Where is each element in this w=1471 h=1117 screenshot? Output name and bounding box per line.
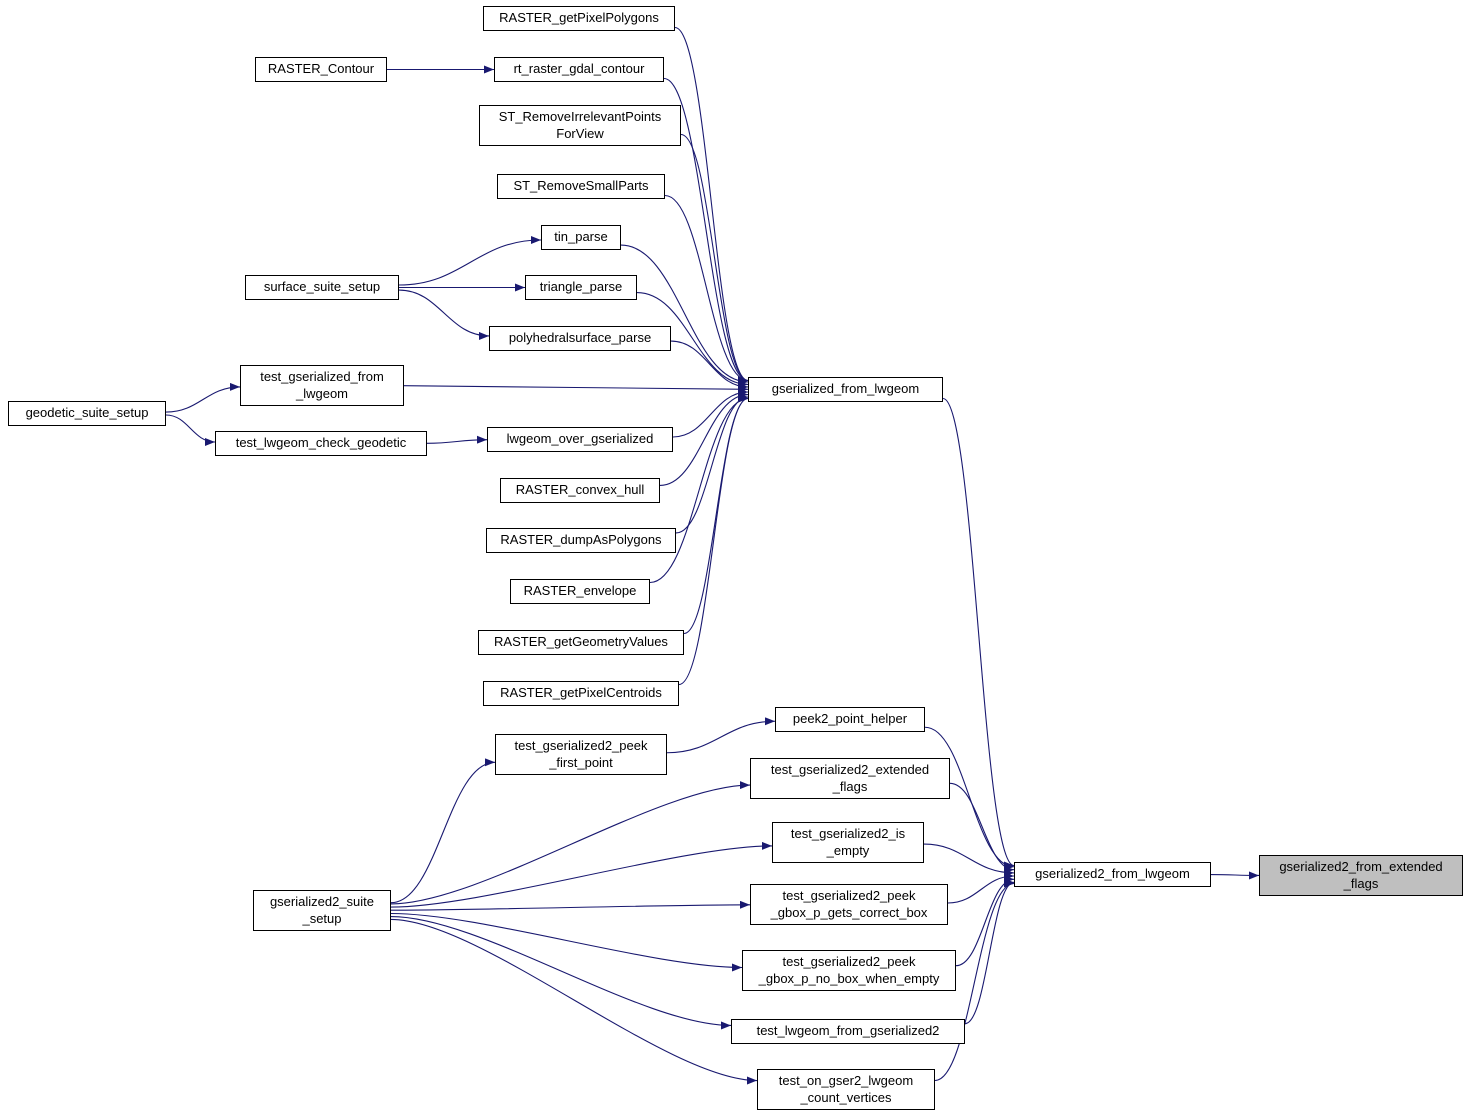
edge-test_gserialized2_is_empty--gserialized2_from_lwgeom (923, 843, 1015, 877)
edge-geodetic_suite_setup--test_gserialized_from_lwgeom (165, 382, 241, 413)
node-label: test_lwgeom_from_gserialized2 (756, 1023, 940, 1039)
edge-test_lwgeom_check_geodetic--lwgeom_over_gserialized (426, 435, 488, 444)
node-label: geodetic_suite_setup (25, 405, 149, 421)
node-test_gserialized2_peek_first_point[interactable]: test_gserialized2_peek _first_point (495, 734, 667, 775)
node-label: test_gserialized2_is _empty (790, 825, 906, 858)
edge-gserialized2_suite_setup--test_gserialized2_peek_first_point (390, 758, 496, 904)
node-label: RASTER_getPixelCentroids (500, 685, 662, 701)
edge-gserialized2_from_lwgeom--gserialized2_from_extended_flags (1210, 871, 1260, 880)
node-label: ST_RemoveSmallParts (513, 178, 649, 194)
edge-RASTER_dumpAsPolygons--gserialized_from_lwgeom (675, 393, 749, 534)
node-test_gserialized2_is_empty[interactable]: test_gserialized2_is _empty (772, 822, 924, 863)
node-test_on_gser2_lwgeom_count_vertices[interactable]: test_on_gser2_lwgeom _count_vertices (757, 1069, 935, 1110)
node-test_gserialized2_extended_flags[interactable]: test_gserialized2_extended _flags (750, 758, 950, 799)
node-RASTER_getGeometryValues[interactable]: RASTER_getGeometryValues (478, 630, 684, 655)
node-label: ST_RemoveIrrelevantPoints ForView (498, 108, 662, 141)
node-label: polyhedralsurface_parse (508, 330, 652, 346)
node-label: RASTER_dumpAsPolygons (500, 532, 662, 548)
node-label: gserialized2_from_extended _flags (1279, 858, 1443, 891)
edge-ST_RemoveIrrelevantPointsForView--gserialized_from_lwgeom (680, 133, 749, 385)
edge-RASTER_getGeometryValues--gserialized_from_lwgeom (683, 394, 749, 635)
node-label: lwgeom_over_gserialized (506, 431, 654, 447)
edge-lwgeom_over_gserialized--gserialized_from_lwgeom (672, 388, 749, 438)
node-label: RASTER_getPixelPolygons (499, 10, 659, 26)
edge-tin_parse--gserialized_from_lwgeom (620, 244, 749, 386)
node-label: rt_raster_gdal_contour (513, 61, 645, 77)
node-test_lwgeom_check_geodetic[interactable]: test_lwgeom_check_geodetic (215, 431, 427, 456)
node-label: test_gserialized2_peek _gbox_p_no_box_wh… (758, 953, 940, 986)
node-label: test_lwgeom_check_geodetic (235, 435, 407, 451)
edge-test_gserialized2_peek_gbox_p_no_box_when_empty--gserialized2_from_lwgeom (955, 875, 1015, 967)
node-RASTER_getPixelPolygons[interactable]: RASTER_getPixelPolygons (483, 6, 675, 31)
node-gserialized2_from_lwgeom[interactable]: gserialized2_from_lwgeom (1014, 862, 1211, 887)
node-label: RASTER_envelope (523, 583, 637, 599)
node-triangle_parse[interactable]: triangle_parse (525, 275, 637, 300)
node-rt_raster_gdal_contour[interactable]: rt_raster_gdal_contour (494, 57, 664, 82)
edge-rt_raster_gdal_contour--gserialized_from_lwgeom (663, 77, 749, 385)
edge-gserialized2_suite_setup--test_gserialized2_peek_gbox_p_gets_correct_box (390, 900, 751, 911)
edge-triangle_parse--gserialized_from_lwgeom (636, 292, 749, 389)
edge-surface_suite_setup--tin_parse (398, 236, 542, 286)
node-polyhedralsurface_parse[interactable]: polyhedralsurface_parse (489, 326, 671, 351)
edge-gserialized2_suite_setup--test_gserialized2_peek_gbox_p_no_box_when_empty (390, 912, 743, 972)
node-RASTER_getPixelCentroids[interactable]: RASTER_getPixelCentroids (483, 681, 679, 706)
node-lwgeom_over_gserialized[interactable]: lwgeom_over_gserialized (487, 427, 673, 452)
node-label: RASTER_Contour (267, 61, 375, 77)
node-peek2_point_helper[interactable]: peek2_point_helper (775, 707, 925, 732)
node-label: test_gserialized2_extended _flags (770, 761, 930, 794)
node-test_gserialized2_peek_gbox_p_no_box_when_empty[interactable]: test_gserialized2_peek _gbox_p_no_box_wh… (742, 950, 956, 991)
node-test_lwgeom_from_gserialized2[interactable]: test_lwgeom_from_gserialized2 (731, 1019, 965, 1044)
edge-polyhedralsurface_parse--gserialized_from_lwgeom (670, 340, 749, 391)
node-RASTER_convex_hull[interactable]: RASTER_convex_hull (500, 478, 660, 503)
node-label: peek2_point_helper (792, 711, 908, 727)
edge-test_on_gser2_lwgeom_count_vertices--gserialized2_from_lwgeom (934, 879, 1015, 1082)
node-label: RASTER_getGeometryValues (494, 634, 668, 650)
edge-gserialized2_suite_setup--test_lwgeom_from_gserialized2 (390, 916, 732, 1030)
edge-ST_RemoveSmallParts--gserialized_from_lwgeom (664, 194, 749, 385)
node-gserialized2_from_extended_flags: gserialized2_from_extended _flags (1259, 855, 1463, 896)
node-surface_suite_setup[interactable]: surface_suite_setup (245, 275, 399, 300)
edge-RASTER_envelope--gserialized_from_lwgeom (649, 394, 749, 584)
node-label: test_gserialized2_peek _gbox_p_gets_corr… (770, 887, 928, 920)
edge-gserialized_from_lwgeom--gserialized2_from_lwgeom (942, 397, 1015, 870)
node-label: gserialized_from_lwgeom (771, 381, 920, 397)
edge-gserialized2_suite_setup--test_gserialized2_extended_flags (390, 781, 751, 905)
node-RASTER_Contour[interactable]: RASTER_Contour (255, 57, 387, 82)
node-label: gserialized2_from_lwgeom (1035, 866, 1190, 882)
node-test_gserialized2_peek_gbox_p_gets_correct_box[interactable]: test_gserialized2_peek _gbox_p_gets_corr… (750, 884, 948, 925)
node-label: triangle_parse (539, 279, 623, 295)
edge-test_gserialized2_extended_flags--gserialized2_from_lwgeom (949, 782, 1015, 874)
node-geodetic_suite_setup[interactable]: geodetic_suite_setup (8, 401, 166, 426)
edge-peek2_point_helper--gserialized2_from_lwgeom (924, 726, 1015, 871)
edge-geodetic_suite_setup--test_lwgeom_check_geodetic (165, 414, 216, 446)
node-tin_parse[interactable]: tin_parse (541, 225, 621, 250)
edge-test_gserialized_from_lwgeom--gserialized_from_lwgeom (403, 385, 749, 394)
node-RASTER_envelope[interactable]: RASTER_envelope (510, 579, 650, 604)
node-gserialized_from_lwgeom[interactable]: gserialized_from_lwgeom (748, 377, 943, 402)
edge-gserialized2_suite_setup--test_gserialized2_is_empty (390, 841, 773, 908)
node-label: test_on_gser2_lwgeom _count_vertices (778, 1072, 914, 1105)
edge-RASTER_getPixelCentroids--gserialized_from_lwgeom (678, 394, 749, 686)
node-test_gserialized_from_lwgeom[interactable]: test_gserialized_from _lwgeom (240, 365, 404, 406)
node-label: surface_suite_setup (263, 279, 381, 295)
node-gserialized2_suite_setup[interactable]: gserialized2_suite _setup (253, 890, 391, 931)
edge-test_gserialized2_peek_first_point--peek2_point_helper (666, 717, 776, 754)
node-label: tin_parse (554, 229, 608, 245)
node-label: test_gserialized_from _lwgeom (260, 368, 384, 401)
edge-test_lwgeom_from_gserialized2--gserialized2_from_lwgeom (964, 878, 1015, 1025)
edge-RASTER_convex_hull--gserialized_from_lwgeom (659, 390, 749, 486)
node-label: test_gserialized2_peek _first_point (514, 737, 648, 770)
node-label: gserialized2_suite _setup (269, 893, 375, 926)
edge-gserialized2_suite_setup--test_on_gser2_lwgeom_count_vertices (390, 918, 758, 1085)
edge-surface_suite_setup--polyhedralsurface_parse (398, 289, 490, 340)
node-ST_RemoveIrrelevantPointsForView[interactable]: ST_RemoveIrrelevantPoints ForView (479, 105, 681, 146)
edge-RASTER_getPixelPolygons--gserialized_from_lwgeom (674, 26, 749, 385)
node-RASTER_dumpAsPolygons[interactable]: RASTER_dumpAsPolygons (486, 528, 676, 553)
node-label: RASTER_convex_hull (515, 482, 645, 498)
node-ST_RemoveSmallParts[interactable]: ST_RemoveSmallParts (497, 174, 665, 199)
